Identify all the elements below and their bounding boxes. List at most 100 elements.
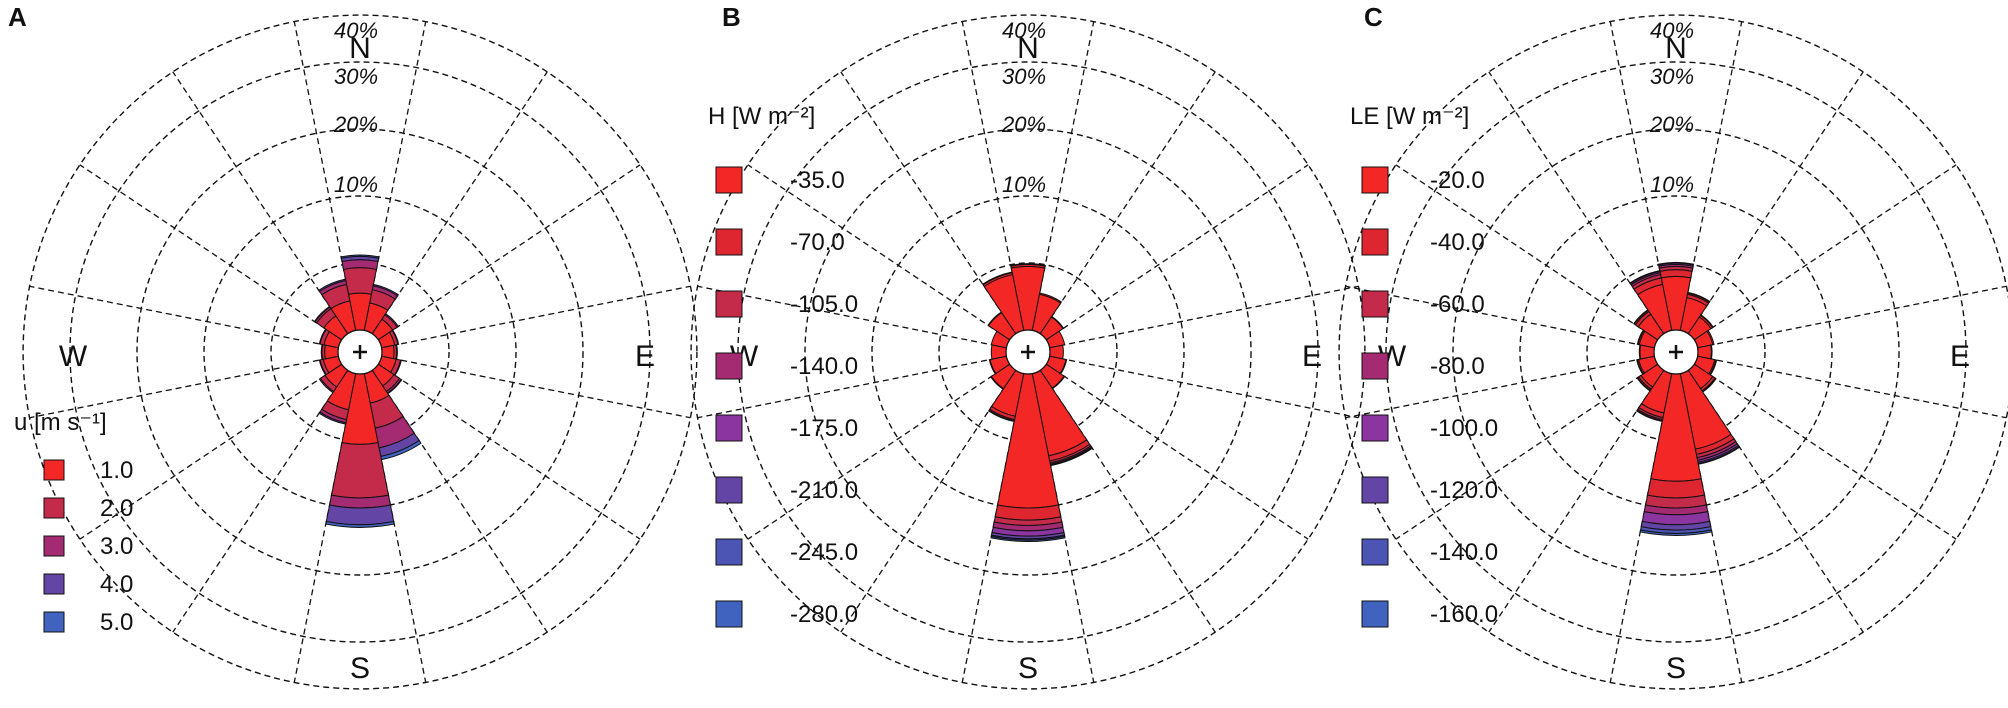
petal-segment-n-bin-3 bbox=[1010, 263, 1046, 267]
legend-label-7: -140.0 bbox=[1430, 539, 1498, 566]
grid-spoke bbox=[1697, 285, 2007, 349]
grid-spoke bbox=[371, 71, 548, 335]
grid-spoke bbox=[1395, 363, 1659, 540]
cardinal-label-e: E bbox=[1302, 340, 1322, 373]
radial-tick-30: 30% bbox=[1650, 64, 1694, 89]
petal-segment-ne-bin-2 bbox=[1050, 315, 1065, 330]
center-circle bbox=[337, 329, 383, 375]
legend-swatch-7 bbox=[1361, 538, 1389, 566]
petal-segment-s-bin-2 bbox=[330, 441, 390, 499]
grid-spoke bbox=[79, 164, 343, 341]
cardinal-label-n: N bbox=[349, 32, 371, 65]
legend-label-8: -280.0 bbox=[790, 601, 858, 628]
petal-segment-s-bin-8 bbox=[990, 535, 1066, 542]
panel-label: A bbox=[8, 2, 27, 32]
petal-segment-ssw-bin-4 bbox=[318, 411, 347, 425]
grid-ring bbox=[136, 128, 584, 576]
grid-ring bbox=[804, 128, 1252, 576]
legend-swatch-2 bbox=[715, 228, 743, 256]
cardinal-label-n: N bbox=[1665, 32, 1687, 65]
grid-ring bbox=[1452, 128, 1900, 576]
panel-c: C N S W E 10% 20% 30% 40% LE [W m⁻²] -20… bbox=[1338, 2, 2008, 690]
petal-segment-s-bin-2 bbox=[1646, 478, 1706, 499]
petal-segment-nne-bin-4 bbox=[372, 283, 399, 297]
cardinal-label-s: S bbox=[1666, 652, 1686, 685]
grid-spoke bbox=[172, 369, 349, 633]
grid-spoke bbox=[1488, 369, 1665, 633]
grid-spoke bbox=[377, 363, 641, 540]
grid-ring bbox=[737, 61, 1319, 643]
grid-spoke bbox=[1693, 164, 1957, 341]
petal-segment-nnw-bin-4 bbox=[318, 278, 347, 293]
center-circle bbox=[1653, 329, 1699, 375]
legend-swatch-5 bbox=[43, 611, 65, 633]
petal-segment-sw-bin-2 bbox=[990, 375, 1005, 390]
legend-label-4: -140.0 bbox=[790, 353, 858, 380]
polar-grid bbox=[690, 14, 1366, 690]
legend-label-5: -175.0 bbox=[790, 415, 858, 442]
petal-segment-ne-bin-3 bbox=[1699, 314, 1714, 329]
grid-spoke bbox=[697, 285, 1007, 349]
panel-b: B N S W E 10% 20% 30% 40% H [W m⁻²] -35.… bbox=[690, 2, 1366, 690]
petal-segment-wsw-bin-3 bbox=[318, 359, 327, 376]
legend: -35.0-70.0-105.0-140.0-175.0-210.0-245.0… bbox=[715, 166, 858, 628]
legend-label-1: -35.0 bbox=[790, 167, 845, 194]
petal-segment-ne-bin-3 bbox=[384, 312, 400, 328]
radial-tick-10: 10% bbox=[334, 172, 378, 197]
legend-label-2: 2.0 bbox=[100, 495, 133, 522]
cardinal-label-e: E bbox=[635, 340, 655, 373]
legend-label-1: 1.0 bbox=[100, 457, 133, 484]
cardinal-label-w: W bbox=[59, 340, 88, 373]
rose-petals bbox=[1629, 261, 1741, 536]
grid-spoke bbox=[840, 369, 1017, 633]
legend-label-5: -100.0 bbox=[1430, 415, 1498, 442]
legend-swatch-3 bbox=[43, 535, 65, 557]
radial-tick-30: 30% bbox=[1002, 64, 1046, 89]
panel-a: A N S W E 10% 20% 30% 40% u [m s⁻¹] 1.02… bbox=[8, 2, 698, 690]
legend-label-3: -105.0 bbox=[790, 291, 858, 318]
legend-swatch-1 bbox=[1361, 166, 1389, 194]
radial-tick-10: 10% bbox=[1650, 172, 1694, 197]
legend-label-7: -245.0 bbox=[790, 539, 858, 566]
grid-spoke bbox=[1697, 355, 2007, 419]
petal-segment-nnw-bin-3 bbox=[981, 271, 1013, 286]
legend-label-2: -70.0 bbox=[790, 229, 845, 256]
legend-swatch-4 bbox=[1361, 352, 1389, 380]
cardinal-label-e: E bbox=[1950, 340, 1970, 373]
grid-spoke bbox=[697, 355, 1007, 419]
legend-label-3: 3.0 bbox=[100, 533, 133, 560]
petal-segment-nne-bin-4 bbox=[1687, 291, 1711, 303]
legend-label-4: 4.0 bbox=[100, 571, 133, 598]
radial-tick-40: 40% bbox=[1650, 18, 1694, 43]
legend-swatch-5 bbox=[715, 414, 743, 442]
petal-segment-n-bin-6 bbox=[1657, 261, 1695, 266]
radial-tick-30: 30% bbox=[334, 64, 378, 89]
grid-spoke bbox=[1395, 164, 1659, 341]
legend-swatch-7 bbox=[715, 538, 743, 566]
radial-tick-40: 40% bbox=[334, 18, 378, 43]
legend-label-5: 5.0 bbox=[100, 609, 133, 636]
legend-label-3: -60.0 bbox=[1430, 291, 1485, 318]
petal-segment-wsw-bin-2 bbox=[988, 358, 997, 375]
petal-segment-ssw-bin-4 bbox=[987, 409, 1015, 423]
legend-label-2: -40.0 bbox=[1430, 229, 1485, 256]
legend-swatch-1 bbox=[715, 166, 743, 194]
legend-swatch-1 bbox=[43, 459, 65, 481]
petal-segment-n-bin-3 bbox=[341, 259, 379, 270]
cardinal-label-n: N bbox=[1017, 32, 1039, 65]
grid-spoke bbox=[29, 355, 339, 419]
petal-segment-wsw-bin-3 bbox=[1636, 359, 1644, 375]
grid-spoke bbox=[1045, 363, 1309, 540]
grid-ring bbox=[690, 14, 1366, 690]
center-circle bbox=[1005, 329, 1051, 375]
petal-segment-nnw-bin-6 bbox=[1629, 270, 1661, 285]
grid-ring bbox=[69, 61, 651, 643]
grid-spoke bbox=[1039, 71, 1216, 335]
grid-spoke bbox=[381, 285, 691, 349]
radial-tick-40: 40% bbox=[1002, 18, 1046, 43]
radial-tick-20: 20% bbox=[1001, 112, 1046, 137]
rose-petals bbox=[981, 263, 1094, 542]
panel-label: C bbox=[1364, 2, 1383, 32]
